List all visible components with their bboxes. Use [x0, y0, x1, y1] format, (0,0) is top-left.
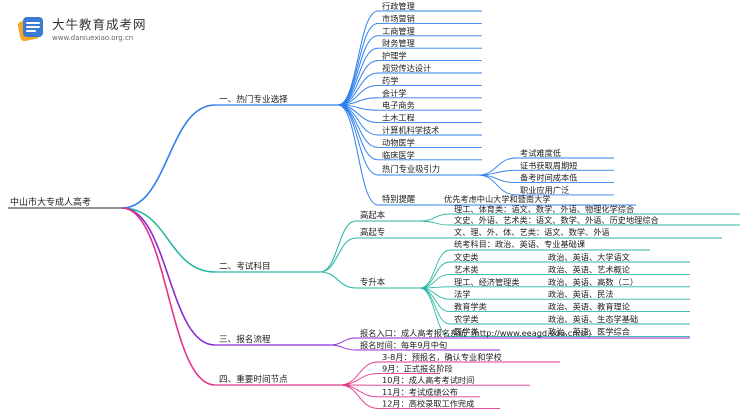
zsb-row-category: 农学类: [454, 314, 479, 324]
gqz-label: 高起专: [360, 227, 385, 237]
zsb-row-category: 医学类: [454, 326, 479, 336]
attraction-item: 备考时间成本低: [520, 173, 577, 183]
zsb-row-connector: [419, 261, 451, 289]
major-item: 行政管理: [382, 1, 415, 11]
zsb-row-subjects: 政治、英语、民法: [548, 289, 614, 299]
zsb-row-subjects: 政治、英语、大学语文: [548, 252, 630, 262]
attraction-item: 考试难度低: [520, 148, 561, 158]
zsb-row-subjects: 政治、英语、医学综合: [548, 326, 630, 336]
b4-item-connector: [339, 384, 379, 409]
major-connector: [337, 22, 379, 106]
zsb-row-category: 理工、经济管理类: [454, 277, 520, 287]
gqz-text: 文、理、外、体、艺类：语文、数学、外语: [454, 227, 610, 237]
b4-item-connector: [339, 373, 379, 386]
root-node-label: 中山市大专成人高考: [10, 196, 91, 208]
zsb-row-category: 法学: [454, 289, 470, 299]
zsb-row-subjects: 政治、英语、教育理论: [548, 302, 630, 312]
major-item: 临床医学: [382, 150, 415, 160]
zsb-row-connector: [419, 287, 451, 337]
zsb-row-subjects: 政治、英语、生态学基础: [548, 314, 638, 324]
gqb-item: 文史、外语、艺术类：语文、数学、外语、历史地理综合: [454, 215, 659, 225]
b4-item: 10月：成人高考考试时间: [382, 375, 474, 385]
branch-label-1: 一、热门专业选择: [219, 93, 288, 105]
attraction-label: 热门专业吸引力: [382, 164, 440, 174]
major-item: 工商管理: [382, 26, 415, 36]
b3-item: 报名时间：每年9月中旬: [360, 340, 447, 350]
zsb-row-connector: [419, 273, 451, 289]
major-item: 财务管理: [382, 38, 415, 48]
branch-connector-1: [121, 104, 216, 209]
branch-connector-3: [121, 207, 216, 346]
b4-item: 3-8月：预报名，确认专业和学校: [382, 352, 502, 362]
zsb-label: 专升本: [360, 277, 386, 287]
major-item: 动物医学: [382, 137, 415, 147]
logo-url: www.daniuexiao.org.cn: [52, 34, 134, 42]
zsb-row-connector: [419, 287, 451, 313]
major-item: 护理学: [382, 51, 407, 61]
tip-label: 特别提醒: [382, 194, 415, 204]
major-item: 药学: [382, 75, 398, 85]
major-item: 会计学: [382, 88, 407, 98]
b4-item-connector: [339, 384, 379, 398]
b3-item-connector: [329, 337, 357, 346]
branch-label-4: 四、重要时间节点: [219, 373, 288, 385]
attraction-item: 职业应用广泛: [520, 185, 569, 195]
tip-text: 优先考虑中山大学和暨南大学: [444, 194, 550, 204]
gqb-label: 高起本: [360, 210, 386, 220]
gqb-item-connector: [419, 213, 451, 222]
major-item: 视觉传达设计: [382, 63, 431, 73]
attraction-item: 证书获取周期短: [520, 160, 577, 170]
branch-label-3: 三、报名流程: [219, 333, 271, 345]
branch-label-2: 二、考试科目: [219, 260, 271, 272]
gqz-connector: [319, 237, 357, 273]
major-connector: [337, 10, 379, 106]
b4-item: 11月：考试成绩公布: [382, 387, 458, 397]
zsb-row-category: 文史类: [454, 252, 479, 262]
b3-item-connector: [329, 344, 357, 351]
b4-item: 12月：高校录取工作完成: [382, 398, 474, 408]
gqb-item-connector: [419, 220, 451, 226]
branch-connector-2: [121, 207, 216, 273]
major-item: 土木工程: [382, 113, 415, 123]
zsb-connector: [319, 271, 357, 289]
b4-item: 9月：正式报名阶段: [382, 364, 453, 374]
logo-title: 大牛教育成考网: [52, 17, 147, 32]
logo: 大牛教育成考网 www.daniuexiao.org.cn: [12, 14, 162, 48]
b3-item: 报名入口：成人高考报名系统（http://www.eeagd.edu.cn/cr…: [360, 328, 596, 338]
zsb-common-connector: [419, 249, 451, 289]
tip-connector: [337, 104, 379, 206]
zsb-row-subjects: 政治、英语、艺术概论: [548, 264, 630, 274]
major-item: 市场营销: [382, 13, 415, 23]
attraction-connector: [337, 104, 379, 176]
book-icon: [17, 17, 43, 42]
major-item: 计算机科学技术: [382, 125, 439, 135]
zsb-row-category: 教育学类: [454, 302, 487, 312]
zsb-row-category: 艺术类: [454, 264, 479, 274]
gqb-item: 理工、体育类：语文、数学、外语、物理化学综合: [454, 204, 634, 214]
zsb-common: 统考科目：政治、英语、专业基础课: [454, 239, 585, 249]
branch-connector-4: [121, 207, 216, 386]
zsb-row-subjects: 政治、英语、高数（二）: [548, 277, 638, 287]
major-item: 电子商务: [382, 100, 415, 110]
gqb-connector: [319, 220, 357, 273]
attraction-item-connector: [477, 174, 517, 196]
b4-item-connector: [339, 361, 379, 386]
